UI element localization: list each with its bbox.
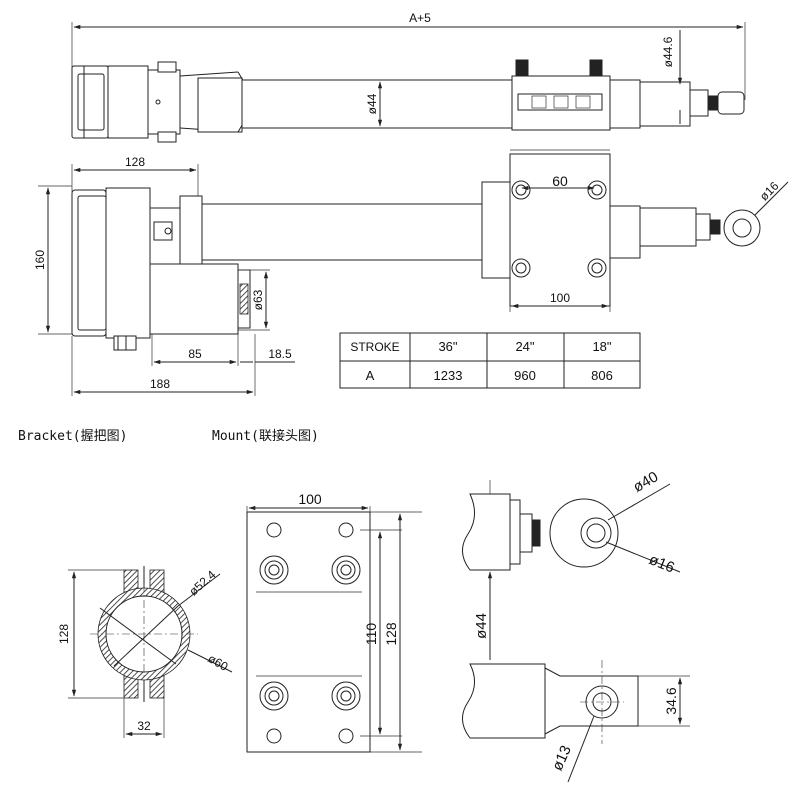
width-128-label: 128 bbox=[125, 155, 145, 169]
bracket-caption: Bracket(握把图) bbox=[18, 429, 127, 444]
dim-85-label: 85 bbox=[188, 347, 202, 361]
counterbore-top-right bbox=[331, 555, 361, 585]
stroke-header: STROKE bbox=[350, 340, 399, 354]
total-188-label: 188 bbox=[150, 377, 170, 391]
row-a-36: 1233 bbox=[434, 368, 463, 383]
eye-inner-diameter-label: ø16 bbox=[647, 551, 677, 576]
row-a-18: 806 bbox=[591, 368, 613, 383]
mount-hole-diameter-label: ø13 bbox=[549, 743, 575, 774]
height-160-label: 160 bbox=[33, 250, 47, 270]
row-a-24: 960 bbox=[514, 368, 536, 383]
bracket-60-label: 60 bbox=[552, 173, 568, 189]
bracket-width-label: 32 bbox=[137, 719, 151, 733]
plate-outer-span-label: 128 bbox=[383, 622, 399, 646]
dim-18-5-label: 18.5 bbox=[268, 347, 292, 361]
motor-diameter-label: ø63 bbox=[251, 289, 265, 310]
counterbore-top-left bbox=[259, 555, 289, 585]
tube-diameter-label: ø44 bbox=[365, 93, 379, 114]
counterbore-bottom-right bbox=[331, 681, 361, 711]
bracket-outer-diameter-label: ø60 bbox=[206, 651, 231, 674]
plate-view: 100 110 128 bbox=[246, 491, 422, 753]
bracket-100-label: 100 bbox=[550, 291, 570, 305]
tongue-width-label: 34.6 bbox=[663, 687, 679, 714]
row-a-label: A bbox=[366, 368, 375, 383]
plate-inner-span-label: 110 bbox=[363, 623, 379, 646]
mount-caption: Mount(联接头图) bbox=[212, 428, 319, 444]
mount-view: ø40 ø16 ø44 ø13 34.6 bbox=[462, 468, 690, 783]
counterbore-bottom-left bbox=[259, 681, 289, 711]
eye-diameter-label: ø16 bbox=[757, 179, 782, 204]
bracket-height-label: 128 bbox=[57, 624, 71, 644]
stroke-24-header: 24" bbox=[515, 339, 534, 354]
stroke-18-header: 18" bbox=[592, 339, 611, 354]
rod-diameter-label: ø44.6 bbox=[661, 36, 675, 67]
mount-tube-diameter-label: ø44 bbox=[473, 613, 490, 639]
top-view: A+5 ø44 ø44.6 bbox=[71, 11, 746, 143]
stroke-table: STROKE 36" 24" 18" A 1233 960 806 bbox=[339, 332, 641, 389]
bracket-view: ø52.4 ø60 128 32 bbox=[57, 566, 233, 738]
bracket-inner-diameter-label: ø52.4 bbox=[186, 567, 218, 598]
plate-width-label: 100 bbox=[298, 491, 322, 507]
stroke-36-header: 36" bbox=[438, 339, 457, 354]
overall-length-label: A+5 bbox=[409, 11, 431, 25]
